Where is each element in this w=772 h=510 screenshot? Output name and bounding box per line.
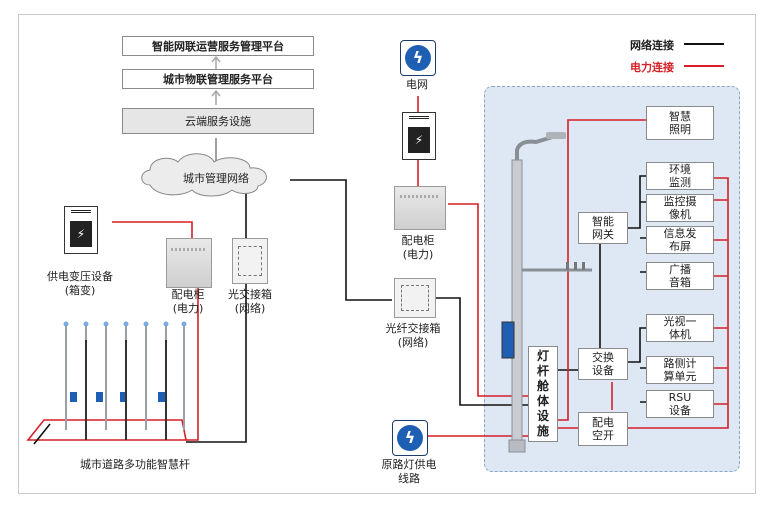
transformer-label-l2: (箱变) <box>64 284 96 297</box>
mid-cabinet-l1: 配电柜 <box>401 234 435 247</box>
grid-label: 电网 <box>406 78 428 91</box>
cabin-c4: 体 <box>536 394 549 408</box>
cabin-c5: 设 <box>536 409 549 423</box>
cabinet-icon <box>166 238 212 288</box>
legend-power: 电力连接 <box>630 61 674 74</box>
rsu-l1: RSU <box>668 391 692 404</box>
transformer-label: 供电变压设备 (箱变) <box>40 270 120 298</box>
mid-cabinet-l2: (电力) <box>402 248 434 261</box>
cabin-c6: 施 <box>536 424 549 438</box>
fiber-box-icon <box>232 238 268 284</box>
street-pole-icon <box>501 132 592 453</box>
cabin-box: 灯 杆 舱 体 设 施 <box>528 346 558 442</box>
mid-fiber-l2: (网络) <box>397 336 429 349</box>
left-fiber-l1: 光交接箱 <box>228 288 272 301</box>
left-cabinet-l1: 配电柜 <box>171 288 205 301</box>
city-iot-platform: 城市物联管理服务平台 <box>122 69 314 89</box>
smart-ops-platform: 智能网联运营服务管理平台 <box>122 36 314 56</box>
rsu-box: RSU 设备 <box>646 390 714 418</box>
smart-gateway-box: 智能 网关 <box>578 212 628 244</box>
roadside-l1: 路侧计 <box>663 357 697 370</box>
mid-cabinet-icon <box>394 186 446 230</box>
optical-box: 光视一 体机 <box>646 314 714 342</box>
camera-box: 监控摄 像机 <box>646 194 714 222</box>
speaker-l1: 广播 <box>669 263 691 276</box>
info-screen-l2: 布屏 <box>669 240 691 253</box>
env-l2: 监测 <box>669 176 691 189</box>
network-cloud <box>141 153 267 197</box>
left-fiber-l2: (网络) <box>234 302 266 315</box>
breaker-box: 配电 空开 <box>578 412 628 446</box>
smart-gateway-l2: 网关 <box>592 228 614 241</box>
roadside-l2: 算单元 <box>663 370 697 383</box>
env-l1: 环境 <box>669 163 691 176</box>
optical-l2: 体机 <box>669 328 691 341</box>
camera-l1: 监控摄 <box>663 195 697 208</box>
smart-lighting-box: 智慧 照明 <box>646 106 714 140</box>
mid-fiber-box-icon <box>394 278 436 318</box>
speaker-box: 广播 音箱 <box>646 262 714 290</box>
cabin-c2: 杆 <box>536 364 549 378</box>
transformer-icon: ⚡ <box>64 206 98 254</box>
original-supply-l2: 线路 <box>398 472 420 485</box>
original-supply-label: 原路灯供电 线路 <box>374 458 444 486</box>
info-screen-box: 信息发 布屏 <box>646 226 714 254</box>
power-bolt-icon: ϟ <box>400 40 436 76</box>
switch-device-box: 交换 设备 <box>578 348 628 380</box>
camera-l2: 像机 <box>669 208 691 221</box>
breaker-l2: 空开 <box>592 429 614 442</box>
original-supply-l1: 原路灯供电 <box>381 458 437 471</box>
smart-lighting-l1: 智慧 <box>669 110 691 123</box>
optical-l1: 光视一 <box>663 315 697 328</box>
cabin-c1: 灯 <box>536 349 549 363</box>
poles-caption: 城市道路多功能智慧杆 <box>80 458 190 471</box>
info-screen-l1: 信息发 <box>663 227 697 240</box>
mid-fiber-l1: 光纤交接箱 <box>385 322 441 335</box>
switch-device-l1: 交换 <box>592 351 614 364</box>
rsu-l2: 设备 <box>669 404 691 417</box>
env-monitor-box: 环境 监测 <box>646 162 714 190</box>
transformer-label-l1: 供电变压设备 <box>47 270 113 283</box>
cabin-c3: 舱 <box>536 379 549 393</box>
smart-gateway-l1: 智能 <box>592 215 614 228</box>
grid-transformer-icon: ⚡ <box>402 112 436 160</box>
left-fiber-label: 光交接箱 (网络) <box>220 288 280 316</box>
smart-lighting-l2: 照明 <box>669 123 691 136</box>
original-supply-bolt-icon: ϟ <box>392 420 428 456</box>
speaker-l2: 音箱 <box>669 276 691 289</box>
switch-device-l2: 设备 <box>592 364 614 377</box>
roadside-box: 路侧计 算单元 <box>646 356 714 384</box>
left-cabinet-label: 配电柜 (电力) <box>160 288 216 316</box>
cloud-services: 云端服务设施 <box>122 108 314 134</box>
mid-cabinet-label: 配电柜 (电力) <box>390 234 446 262</box>
city-network-label: 城市管理网络 <box>183 172 249 185</box>
legend-network: 网络连接 <box>630 39 674 52</box>
breaker-l1: 配电 <box>592 416 614 429</box>
mid-fiber-label: 光纤交接箱 (网络) <box>378 322 448 350</box>
left-cabinet-l2: (电力) <box>172 302 204 315</box>
